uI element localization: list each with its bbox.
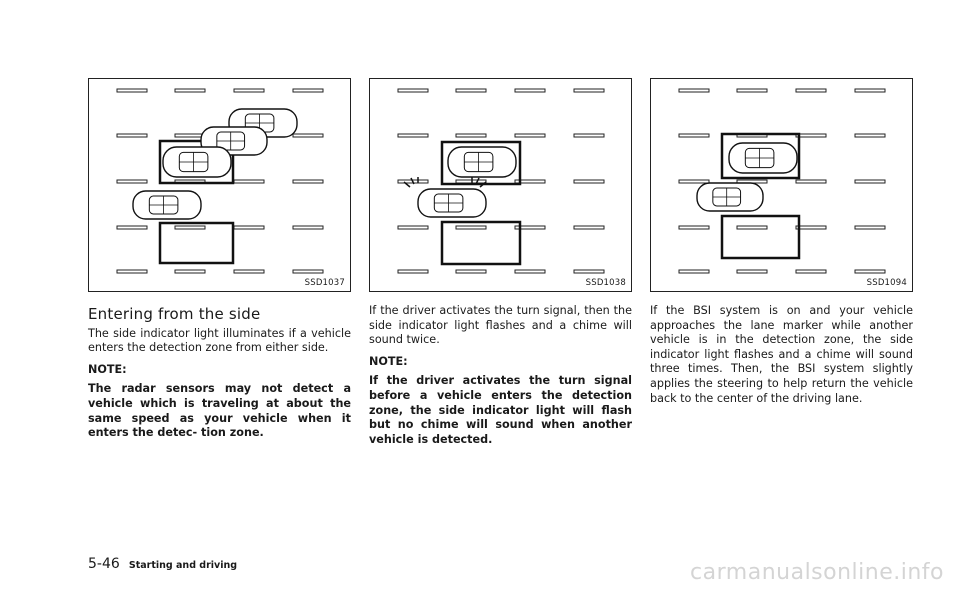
- lane-marker: [292, 179, 324, 184]
- car-icon: [417, 188, 487, 218]
- watermark: carmanualsonline.info: [690, 560, 944, 585]
- figure-ssd1094: SSD1094: [650, 78, 913, 292]
- lane-marker: [795, 269, 827, 274]
- paragraph: If the BSI system is on and your vehicle…: [650, 304, 913, 405]
- lane-marker: [795, 133, 827, 138]
- figure-ssd1037: SSD1037: [88, 78, 351, 292]
- lane-marker: [678, 133, 710, 138]
- note-text: If the driver activates the turn signal …: [369, 374, 632, 446]
- lane-marker: [678, 179, 710, 184]
- lane-marker: [795, 179, 827, 184]
- car-icon: [728, 142, 798, 174]
- lane-marker: [514, 225, 546, 230]
- note-text: The radar sensors may not detect a vehic…: [88, 382, 351, 440]
- lane-marker: [854, 179, 886, 184]
- lane-marker: [174, 133, 206, 138]
- lane-marker: [573, 269, 605, 274]
- lane-marker: [573, 179, 605, 184]
- figure-illustration: [678, 88, 886, 274]
- lane-marker: [292, 88, 324, 93]
- lane-marker: [854, 133, 886, 138]
- lane-marker: [795, 88, 827, 93]
- lane-marker: [678, 269, 710, 274]
- lane-marker: [116, 88, 148, 93]
- lane-marker: [174, 88, 206, 93]
- detection-zone-lower: [720, 214, 801, 260]
- lane-marker: [116, 269, 148, 274]
- lane-marker: [455, 225, 487, 230]
- lane-marker: [736, 269, 768, 274]
- column-1: Entering from the side The side indicato…: [88, 307, 351, 448]
- lane-marker: [397, 225, 429, 230]
- lane-marker: [795, 225, 827, 230]
- turn-signal-flash-icon: [403, 177, 487, 188]
- detection-zone-lower: [440, 220, 522, 266]
- lane-marker: [514, 179, 546, 184]
- lane-marker: [455, 179, 487, 184]
- column-2: If the driver activates the turn signal,…: [369, 304, 632, 454]
- lane-marker: [292, 269, 324, 274]
- lane-marker: [292, 133, 324, 138]
- lane-marker: [174, 225, 206, 230]
- paragraph: If the driver activates the turn signal,…: [369, 304, 632, 347]
- lane-marker: [514, 269, 546, 274]
- lane-marker: [233, 88, 265, 93]
- lane-marker: [854, 88, 886, 93]
- lane-marker: [116, 133, 148, 138]
- lane-marker: [233, 269, 265, 274]
- lane-marker: [397, 133, 429, 138]
- detection-zone-upper: [440, 140, 522, 186]
- lane-marker: [854, 269, 886, 274]
- lane-marker: [455, 133, 487, 138]
- lane-marker: [233, 225, 265, 230]
- figure-code: SSD1037: [304, 278, 345, 288]
- lane-marker: [573, 88, 605, 93]
- lane-marker: [854, 225, 886, 230]
- figure-ssd1038: SSD1038: [369, 78, 632, 292]
- lane-marker: [116, 179, 148, 184]
- car-icon: [447, 146, 517, 178]
- paragraph: The side indicator light illuminates if …: [88, 326, 351, 355]
- lane-marker: [573, 225, 605, 230]
- figure-code: SSD1038: [585, 278, 626, 288]
- note-label: NOTE:: [88, 362, 127, 376]
- car-icon: [132, 190, 202, 220]
- section-name: Starting and driving: [128, 560, 238, 571]
- car-icon: [696, 182, 764, 212]
- detection-zone-upper: [720, 132, 801, 180]
- figure-illustration: [116, 88, 324, 274]
- lane-marker: [455, 88, 487, 93]
- page-number: 5-46: [88, 556, 120, 572]
- detection-zone-lower: [158, 221, 235, 265]
- lane-marker: [678, 225, 710, 230]
- lane-marker: [174, 269, 206, 274]
- lane-marker: [397, 269, 429, 274]
- figure-code: SSD1094: [866, 278, 907, 288]
- page-footer: 5-46 Starting and driving: [88, 553, 237, 572]
- figure-illustration: [397, 88, 605, 274]
- note-label: NOTE:: [369, 354, 408, 368]
- lane-marker: [678, 88, 710, 93]
- lane-marker: [736, 225, 768, 230]
- lane-marker: [736, 88, 768, 93]
- lane-marker: [233, 179, 265, 184]
- lane-marker: [397, 88, 429, 93]
- lane-marker: [573, 133, 605, 138]
- lane-marker: [455, 269, 487, 274]
- car-icon: [162, 146, 232, 178]
- lane-marker: [116, 225, 148, 230]
- lane-marker: [292, 225, 324, 230]
- detection-zone-upper: [158, 139, 235, 185]
- lane-marker: [514, 88, 546, 93]
- column-3: If the BSI system is on and your vehicle…: [650, 304, 913, 413]
- lane-marker: [514, 133, 546, 138]
- section-heading: Entering from the side: [88, 305, 261, 323]
